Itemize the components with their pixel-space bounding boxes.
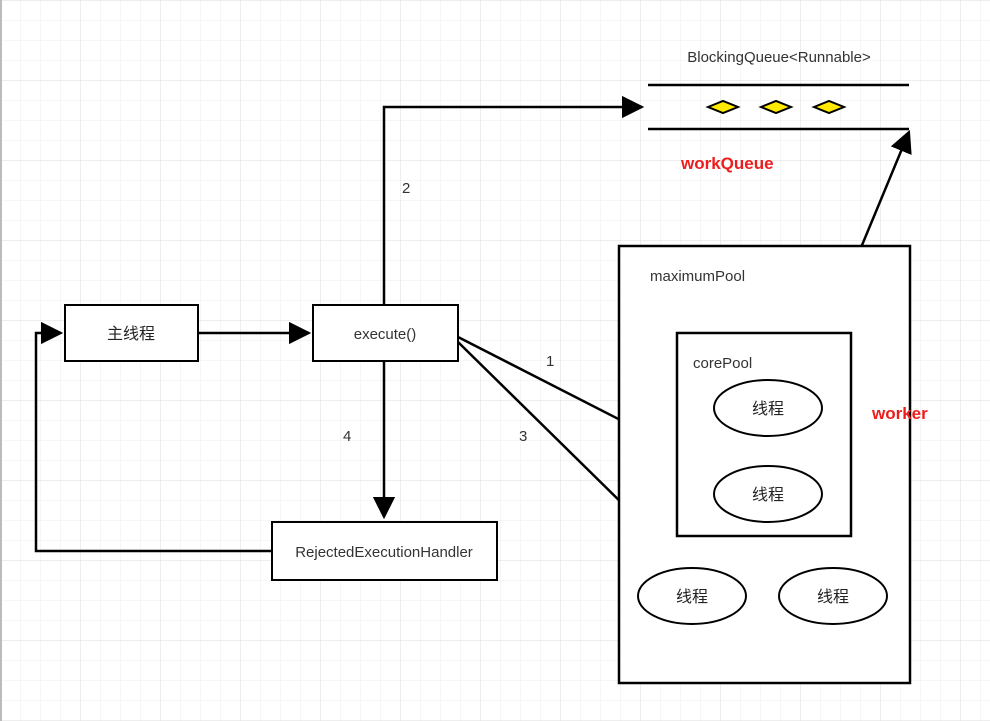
edge-label-1: 1 — [546, 353, 554, 370]
thread-max-2-ellipse — [778, 567, 888, 625]
queue-items — [705, 99, 847, 115]
maximum-pool-label: maximumPool — [650, 268, 745, 285]
core-pool-label: corePool — [693, 355, 752, 372]
thread-max-1-label: 线程 — [676, 587, 708, 606]
main-thread-label: 主线程 — [107, 324, 155, 343]
thread-max-2-label: 线程 — [817, 587, 849, 606]
rejected-handler-label: RejectedExecutionHandler — [295, 544, 473, 561]
edge-label-4: 4 — [343, 428, 351, 445]
thread-max-1-ellipse — [637, 567, 747, 625]
main-thread-box — [64, 304, 199, 362]
work-queue-label: workQueue — [680, 154, 774, 173]
thread-core-1-label: 线程 — [752, 399, 784, 418]
queue-item-3 — [811, 99, 847, 115]
queue-item-1 — [705, 99, 741, 115]
execute-box — [312, 304, 459, 362]
edge-execute-to-queue — [382, 95, 645, 305]
edge-rejected-to-main — [34, 321, 272, 553]
worker-label: worker — [871, 404, 928, 423]
thread-core-1-ellipse — [713, 379, 823, 437]
edge-label-2: 2 — [402, 180, 410, 197]
rejected-handler-box — [271, 521, 498, 581]
thread-core-2-ellipse — [713, 465, 823, 523]
execute-label: execute() — [354, 326, 417, 343]
blocking-queue-label: BlockingQueue<Runnable> — [687, 49, 871, 66]
queue-item-2 — [758, 99, 794, 115]
thread-core-2-label: 线程 — [752, 485, 784, 504]
edge-label-3: 3 — [519, 428, 527, 445]
